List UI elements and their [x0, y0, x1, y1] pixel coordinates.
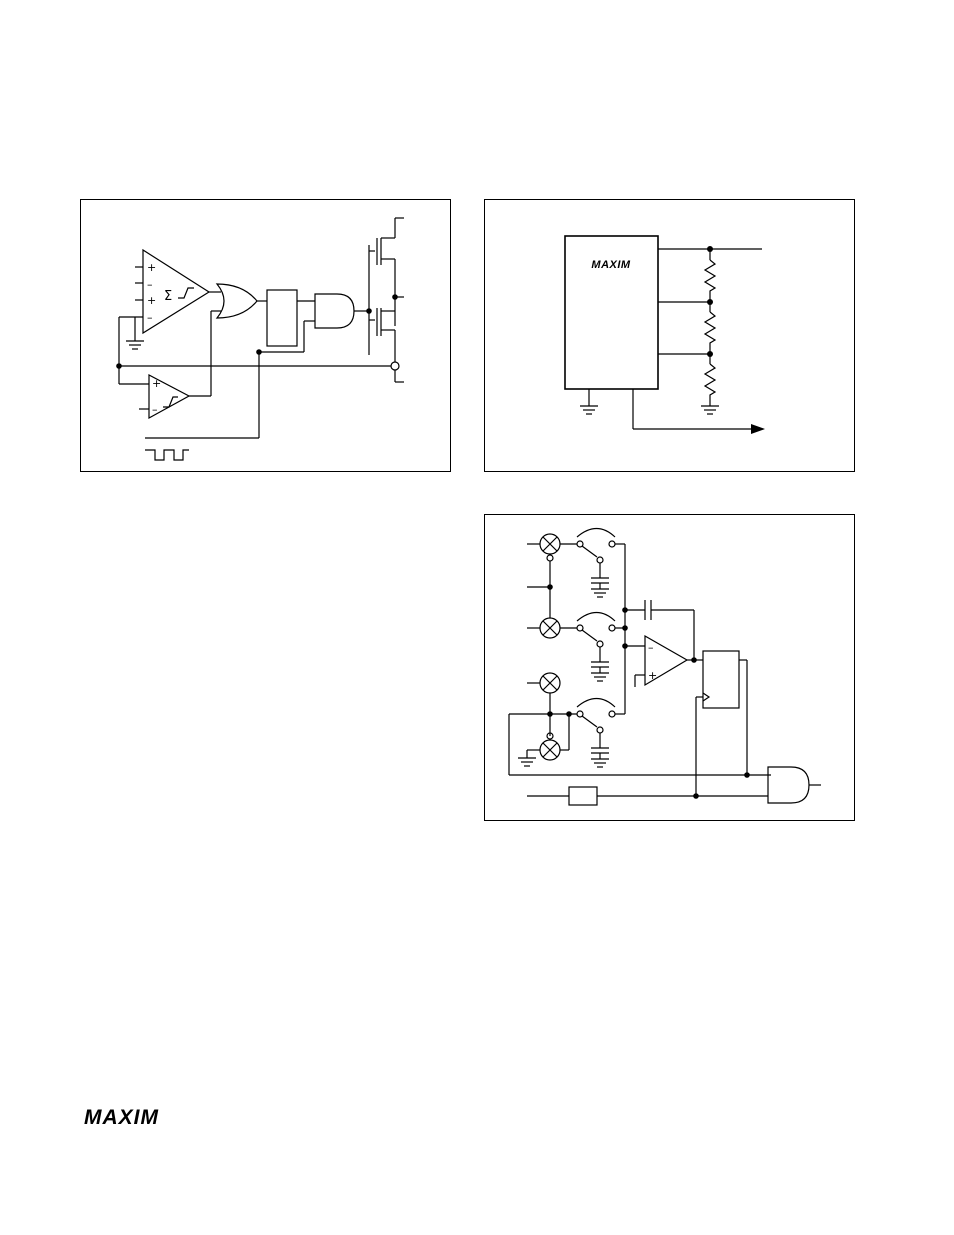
junction-dot: [366, 308, 372, 314]
mixer-icon: [543, 621, 557, 635]
switch-terminal: [609, 711, 615, 717]
minus-sign: –: [152, 403, 158, 416]
switch-terminal: [609, 625, 615, 631]
junction-dot: [547, 584, 553, 590]
and-gate-symbol: [768, 767, 809, 803]
junction-dot: [566, 711, 572, 717]
or-gate-symbol: [217, 284, 257, 318]
sigma-symbol: Σ: [164, 289, 172, 304]
input-buffer-block: [569, 787, 597, 805]
switch-actuator-arrow: [577, 699, 615, 708]
chip-logo: MAXIM: [591, 259, 631, 271]
junction-dot: [707, 351, 713, 357]
switch-blade: [582, 630, 597, 641]
switch-terminal: [597, 641, 603, 647]
clock-waveform-icon: [145, 450, 189, 460]
plus-sign: +: [147, 261, 156, 274]
junction-dot: [693, 793, 699, 799]
junction-dot: [622, 643, 628, 649]
latch-block: [703, 651, 739, 708]
clock-input-icon: [703, 693, 709, 701]
switch-blade: [582, 546, 597, 557]
schematic-2: MAXIM: [485, 200, 856, 473]
terminal-node: [547, 555, 553, 561]
maxim-logo: MAXIM: [84, 1106, 194, 1128]
junction-dot: [547, 711, 553, 717]
plus-sign: +: [648, 669, 657, 682]
footer-logo-text: MAXIM: [84, 1106, 159, 1128]
switch-terminal: [597, 557, 603, 563]
flip-flop-block: [267, 290, 297, 346]
plus-sign: +: [152, 377, 161, 390]
junction-dot: [116, 363, 122, 369]
arrow-icon: [751, 424, 765, 434]
switch-blade: [582, 716, 597, 727]
resistor-icon: [705, 364, 715, 402]
mixer-icon: [543, 743, 557, 757]
junction-dot: [707, 299, 713, 305]
figure-divider-circuit: MAXIM: [484, 199, 855, 472]
minus-sign: –: [147, 311, 153, 324]
resistor-icon: [705, 260, 715, 302]
junction-dot: [691, 657, 697, 663]
terminal-node: [391, 362, 399, 370]
switch-terminal: [609, 541, 615, 547]
junction-dot: [392, 294, 398, 300]
and-gate-symbol: [315, 294, 354, 328]
resistor-icon: [705, 312, 715, 354]
mixer-icon: [543, 676, 557, 690]
schematic-1: + – + – Σ + –: [81, 200, 452, 473]
junction-dot: [744, 772, 750, 778]
hysteresis-icon: [178, 288, 194, 298]
junction-dot: [622, 625, 628, 631]
junction-dot: [256, 349, 262, 355]
minus-sign: –: [648, 641, 654, 654]
figure-comparator-circuit: + – + – Σ + –: [80, 199, 451, 472]
switch-actuator-arrow: [577, 529, 615, 538]
minus-sign: –: [147, 278, 153, 291]
plus-sign: +: [147, 294, 156, 307]
junction-dot: [707, 246, 713, 252]
schematic-3: – +: [485, 515, 856, 822]
junction-dot: [622, 607, 628, 613]
mixer-icon: [543, 537, 557, 551]
switch-terminal: [597, 727, 603, 733]
figure-sampling-circuit: – +: [484, 514, 855, 821]
switch-actuator-arrow: [577, 613, 615, 622]
